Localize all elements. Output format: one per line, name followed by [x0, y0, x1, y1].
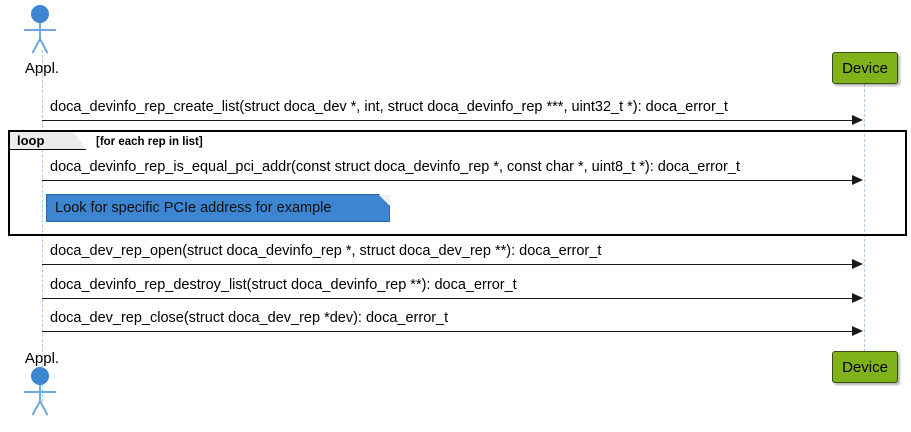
note-fold-corner	[379, 195, 390, 206]
message-4-line	[42, 298, 860, 299]
actor-body-line	[39, 23, 41, 40]
actor-appl-bottom[interactable]	[20, 367, 64, 416]
message-3-arrowhead	[852, 259, 863, 269]
actor-head-icon	[31, 367, 49, 385]
lifeline-appl	[42, 50, 43, 402]
actor-arms-line	[24, 29, 56, 31]
loop-fragment-operator: loop	[17, 133, 45, 148]
loop-fragment	[8, 130, 907, 236]
loop-fragment-tab: loop	[10, 132, 86, 150]
message-2-arrowhead	[852, 175, 863, 185]
note-text: Look for specific PCIe address for examp…	[55, 200, 332, 216]
actor-label-top: Appl.	[24, 60, 60, 77]
actor-body-line	[39, 385, 41, 402]
message-4-arrowhead	[852, 293, 863, 303]
actor-arms-line	[24, 391, 56, 393]
message-1-label: doca_devinfo_rep_create_list(struct doca…	[50, 99, 728, 115]
actor-label-bottom: Appl.	[24, 350, 60, 367]
participant-device-label-top: Device	[842, 59, 888, 77]
participant-device-bottom[interactable]: Device	[832, 351, 898, 383]
actor-head-icon	[31, 5, 49, 23]
note-pcie-address[interactable]: Look for specific PCIe address for examp…	[46, 194, 390, 222]
actor-leg-right	[39, 400, 49, 416]
message-4-label: doca_devinfo_rep_destroy_list(struct doc…	[50, 277, 517, 293]
actor-appl-top[interactable]	[20, 5, 64, 54]
loop-fragment-guard: [for each rep in list]	[96, 136, 203, 148]
participant-device-top[interactable]: Device	[832, 52, 898, 84]
message-1-line	[42, 120, 860, 121]
message-3-line	[42, 264, 860, 265]
participant-device-label-bottom: Device	[842, 358, 888, 376]
message-1-arrowhead	[852, 115, 863, 125]
message-5-arrowhead	[852, 326, 863, 336]
message-2-line	[42, 180, 860, 181]
message-5-line	[42, 331, 860, 332]
lifeline-device	[864, 84, 865, 352]
message-5-label: doca_dev_rep_close(struct doca_dev_rep *…	[50, 310, 449, 326]
actor-leg-right	[39, 38, 49, 54]
message-3-label: doca_dev_rep_open(struct doca_devinfo_re…	[50, 243, 602, 259]
message-2-label: doca_devinfo_rep_is_equal_pci_addr(const…	[50, 159, 740, 175]
